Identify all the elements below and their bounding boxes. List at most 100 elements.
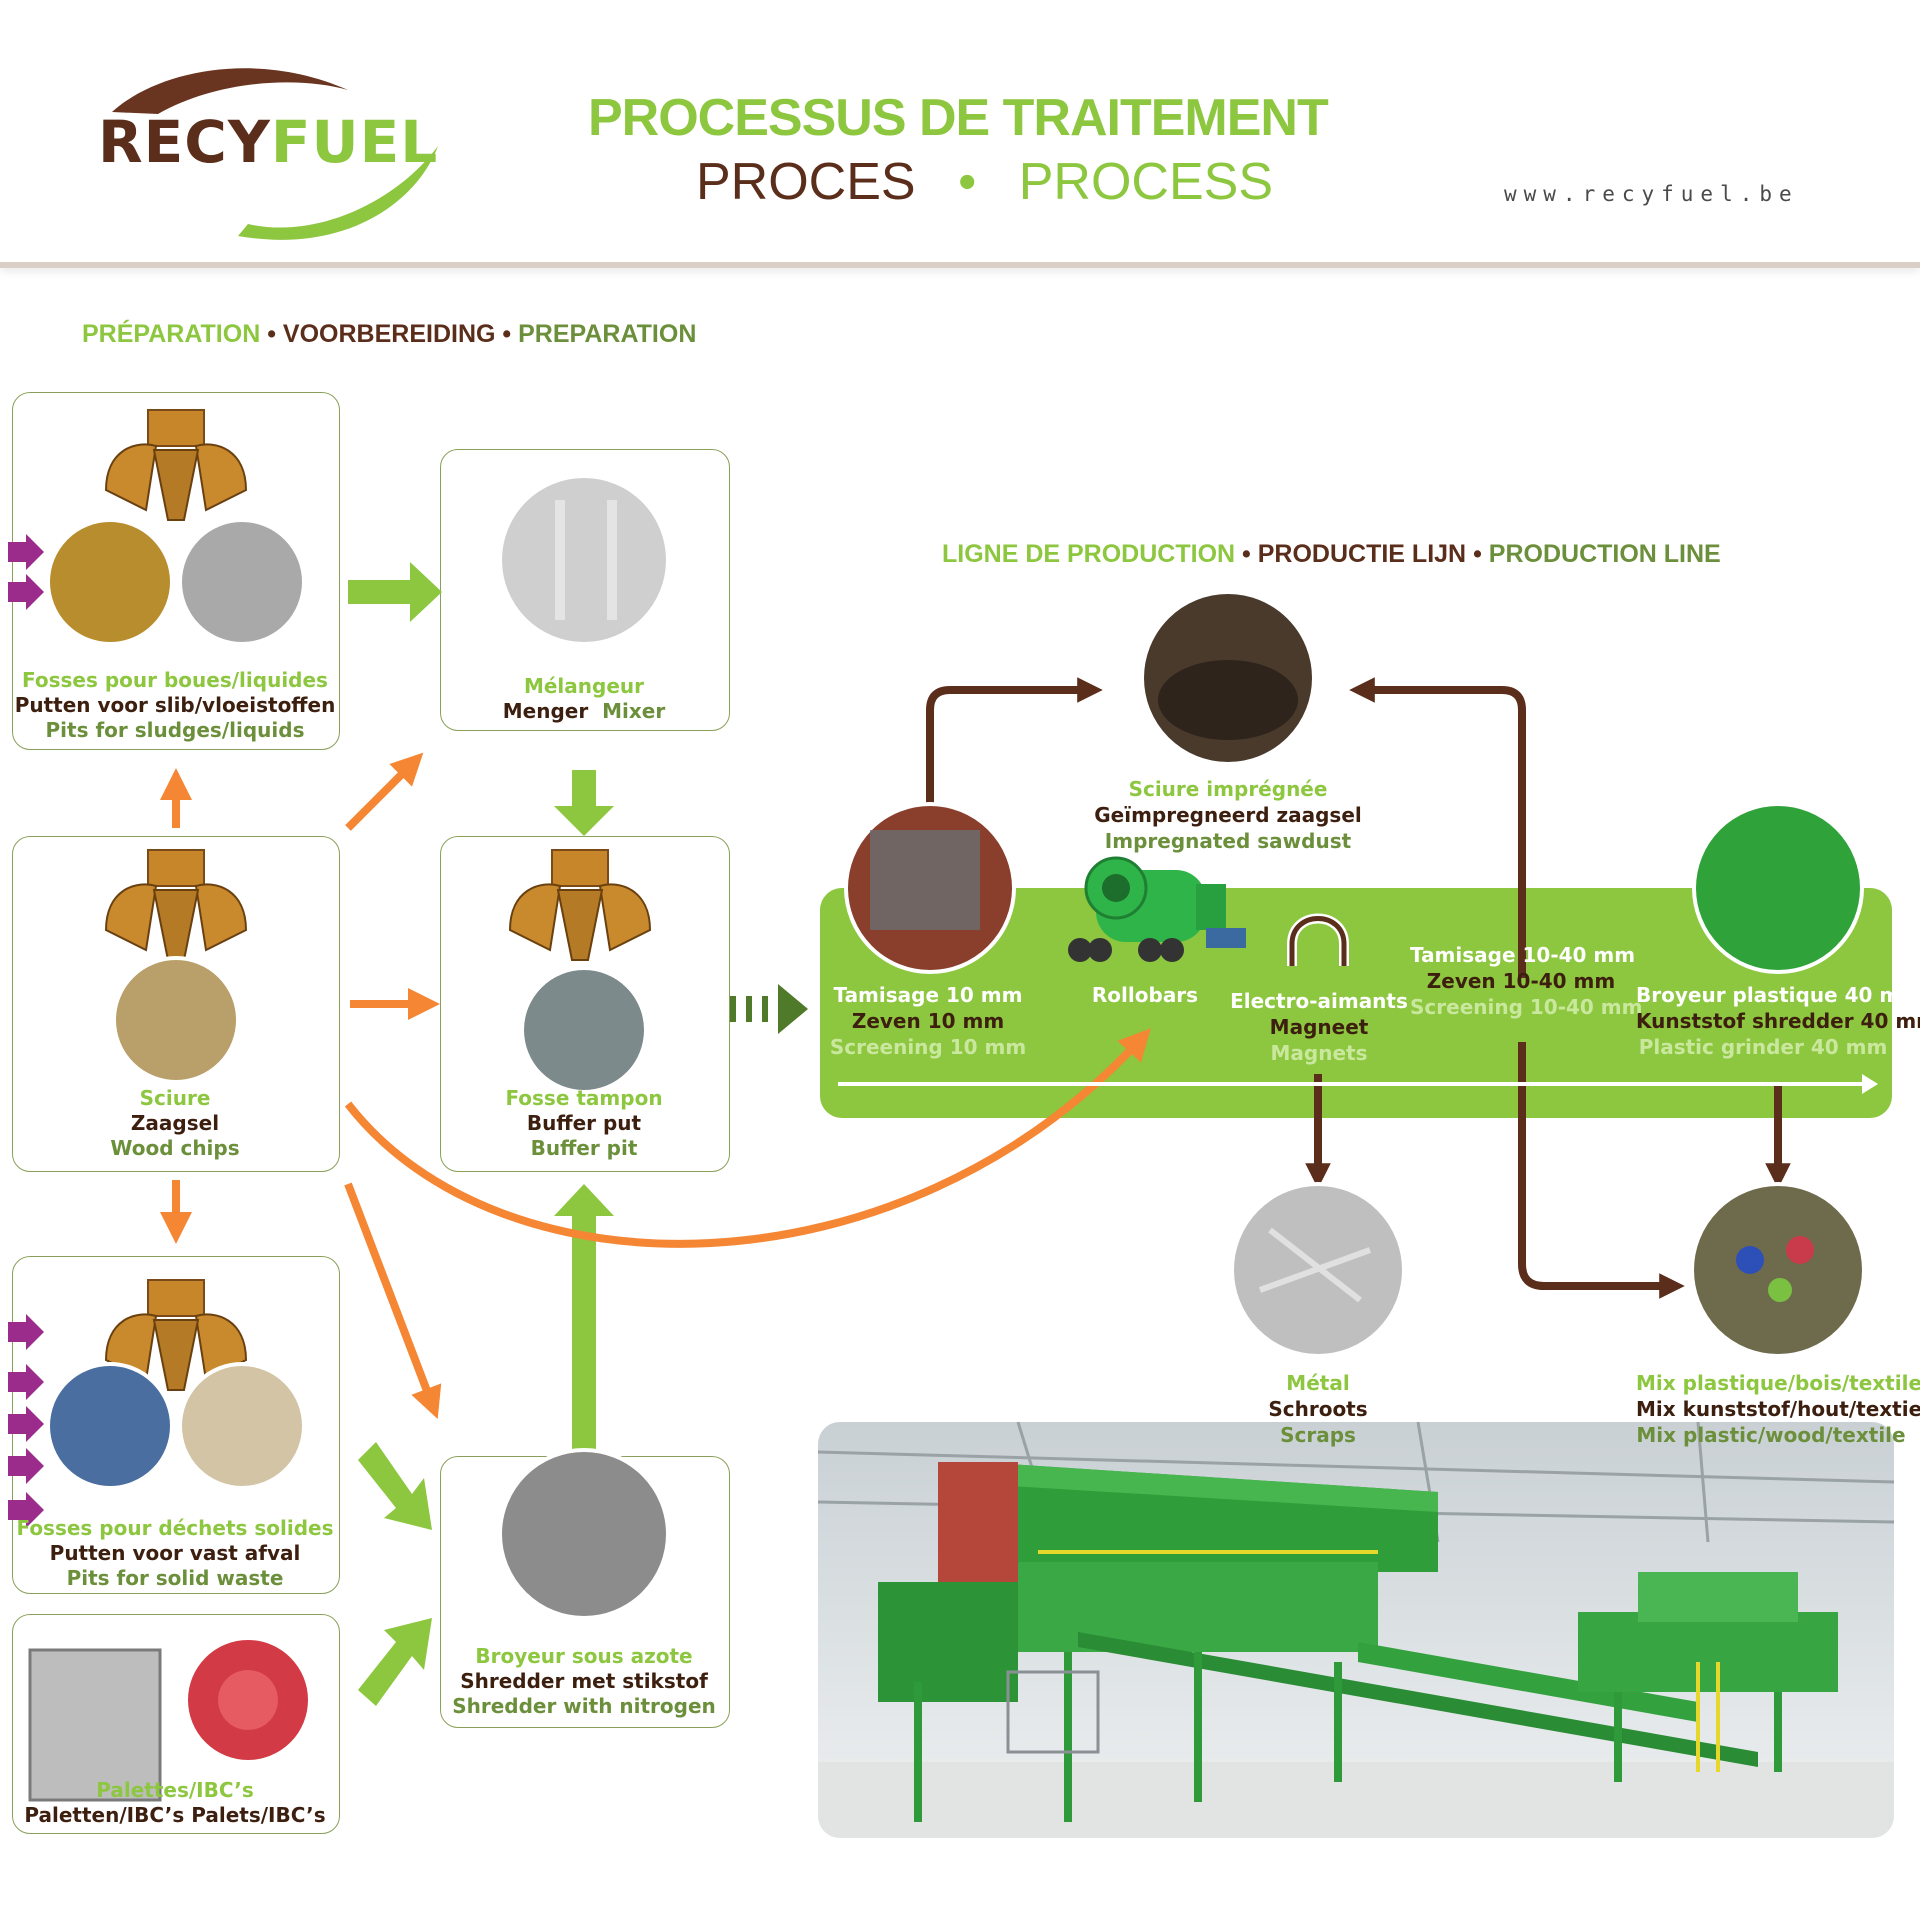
rollobars-machine-icon xyxy=(1068,856,1246,962)
label-fr: Métal xyxy=(1286,1371,1350,1395)
rollobars-label: Rollobars xyxy=(1080,982,1210,1008)
factory-illustration xyxy=(818,1422,1894,1838)
heading-en: PREPARATION xyxy=(518,320,697,348)
label-en: Pits for sludges/liquids xyxy=(45,718,305,742)
orange-arrows xyxy=(160,752,1151,1419)
mixer-label: Mélangeur Menger Mixer xyxy=(440,674,728,724)
label-nl: Zeven 10-40 mm xyxy=(1426,969,1616,993)
grinder-label: Broyeur plastique 40 mm Kunststof shredd… xyxy=(1636,982,1920,1060)
label-en: Wood chips xyxy=(110,1136,240,1160)
shredder-photo xyxy=(498,1448,670,1620)
metal-label: Métal Schroots Scraps xyxy=(1218,1370,1418,1448)
grinder-photo xyxy=(1692,802,1864,974)
logo-text: RECYFUEL xyxy=(98,108,438,176)
pallets-label: Palettes/IBC’s Paletten/IBC’s Palets/IBC… xyxy=(12,1778,338,1828)
buffer-pit-label: Fosse tampon Buffer put Buffer pit xyxy=(440,1086,728,1161)
heading-sep: • xyxy=(1473,540,1482,568)
arrow-mixer-to-buffer xyxy=(554,770,614,836)
heading-fr: PRÉPARATION xyxy=(82,320,261,348)
website-link[interactable]: www.recyfuel.be xyxy=(1504,182,1799,206)
label-nl: Schroots xyxy=(1268,1397,1368,1421)
logo-text-fuel: FUEL xyxy=(270,108,439,176)
recyfuel-logo-swoosh xyxy=(112,68,438,240)
label-nl: Buffer put xyxy=(526,1111,642,1135)
page-title: PROCESSUS DE TRAITEMENT xyxy=(588,89,1329,147)
heading-fr: LIGNE DE PRODUCTION xyxy=(942,540,1236,568)
dashed-arrow-to-production xyxy=(730,984,808,1034)
label-nl: Paletten/IBC’s xyxy=(24,1803,185,1827)
mix-label: Mix plastique/bois/textile Mix kunststof… xyxy=(1636,1370,1920,1448)
subtitle-en: PROCESS xyxy=(1018,153,1274,211)
brown-arrows xyxy=(926,677,1791,1299)
label-fr: Tamisage 10-40 mm xyxy=(1410,943,1636,967)
arrow-pallets-to-shredder xyxy=(358,1618,432,1706)
mix-photo xyxy=(1690,1182,1866,1358)
production-heading: LIGNE DE PRODUCTION • PRODUCTIE LIJN • P… xyxy=(942,540,1721,569)
label-fr: Sciure xyxy=(139,1086,211,1110)
arrow-solid-to-shredder xyxy=(358,1442,432,1530)
purple-input-arrows xyxy=(8,534,44,1528)
logo-text-recy: RECY xyxy=(98,108,271,176)
label-fr: Fosse tampon xyxy=(505,1086,663,1110)
subtitle-nl: PROCES xyxy=(696,153,916,211)
green-arrows xyxy=(348,562,614,1706)
label-en: Screening 10-40 mm xyxy=(1410,995,1643,1019)
header: RECYFUEL PROCESSUS DE TRAITEMENT PROCES … xyxy=(0,0,1920,268)
sludge-photo xyxy=(46,518,174,646)
screen1040-label: Tamisage 10-40 mm Zeven 10-40 mm Screeni… xyxy=(1410,942,1643,1020)
heading-sep: • xyxy=(502,320,512,348)
label-en: Screening 10 mm xyxy=(829,1035,1027,1059)
band-direction-arrow xyxy=(838,1074,1878,1094)
screen10-label: Tamisage 10 mm Zeven 10 mm Screening 10 … xyxy=(818,982,1038,1060)
label-nl: Geïmpregneerd zaagsel xyxy=(1094,803,1362,827)
label-nl: Zeven 10 mm xyxy=(851,1009,1005,1033)
page-subtitle: PROCES • PROCESS xyxy=(696,152,1273,212)
label-fr: Tamisage 10 mm xyxy=(833,983,1023,1007)
preparation-heading: PRÉPARATION • VOORBEREIDING • PREPARATIO… xyxy=(82,320,696,349)
heading-nl: VOORBEREIDING xyxy=(282,320,496,348)
grab-claw-icon xyxy=(104,409,248,521)
arrow-shredder-to-buffer xyxy=(554,1184,614,1462)
label-fr: Rollobars xyxy=(1091,983,1199,1007)
factory-photo xyxy=(818,1422,1894,1838)
solid-waste-photo xyxy=(46,1362,174,1490)
shredder-n2-label: Broyeur sous azote Shredder met stikstof… xyxy=(440,1644,728,1719)
grab-claw-icon xyxy=(104,849,248,961)
label-fr: Broyeur sous azote xyxy=(475,1644,693,1668)
label-en: Palets/IBC’s xyxy=(191,1803,326,1827)
magnets-label: Electro-aimants Magneet Magnets xyxy=(1224,988,1414,1066)
label-fr: Mélangeur xyxy=(523,674,645,698)
label-en: Mix plastic/wood/textile xyxy=(1636,1423,1906,1447)
pits-solid-label: Fosses pour déchets solides Putten voor … xyxy=(12,1516,338,1591)
label-fr: Electro-aimants xyxy=(1230,989,1408,1013)
label-nl: Kunststof shredder 40 mm xyxy=(1636,1009,1920,1033)
heading-en: PRODUCTION LINE xyxy=(1488,540,1721,568)
pits-liquids-label: Fosses pour boues/liquides Putten voor s… xyxy=(12,668,338,743)
subtitle-sep: • xyxy=(958,153,977,211)
photo-details xyxy=(28,500,1814,1802)
label-nl: Zaagsel xyxy=(130,1111,220,1135)
heading-sep: • xyxy=(1242,540,1251,568)
label-en: Impregnated sawdust xyxy=(1104,829,1352,853)
label-en: Buffer pit xyxy=(530,1136,638,1160)
label-fr: Fosses pour déchets solides xyxy=(16,1516,334,1540)
label-en: Pits for solid waste xyxy=(66,1566,284,1590)
label-en: Mixer xyxy=(602,699,666,723)
label-fr: Sciure imprégnée xyxy=(1128,777,1328,801)
label-nl: Mix kunststof/hout/textiel xyxy=(1636,1397,1920,1421)
label-nl: Putten voor slib/vloeistoffen xyxy=(14,693,336,717)
grab-claw-icons xyxy=(104,409,652,1391)
label-nl: Putten voor vast afval xyxy=(49,1541,301,1565)
label-en: Magnets xyxy=(1270,1041,1368,1065)
label-en: Plastic grinder 40 mm xyxy=(1638,1035,1888,1059)
wood-chips-photo xyxy=(112,956,240,1084)
magnet-icon xyxy=(1287,913,1349,966)
label-en: Shredder with nitrogen xyxy=(452,1694,716,1718)
heading-nl: PRODUCTIE LIJN xyxy=(1257,540,1467,568)
label-fr: Broyeur plastique 40 mm xyxy=(1636,983,1920,1007)
label-en: Scraps xyxy=(1280,1423,1356,1447)
label-fr: Fosses pour boues/liquides xyxy=(22,668,328,692)
sawdust-label: Sciure Zaagsel Wood chips xyxy=(12,1086,338,1161)
impregnated-label: Sciure imprégnée Geïmpregneerd zaagsel I… xyxy=(1078,776,1378,854)
